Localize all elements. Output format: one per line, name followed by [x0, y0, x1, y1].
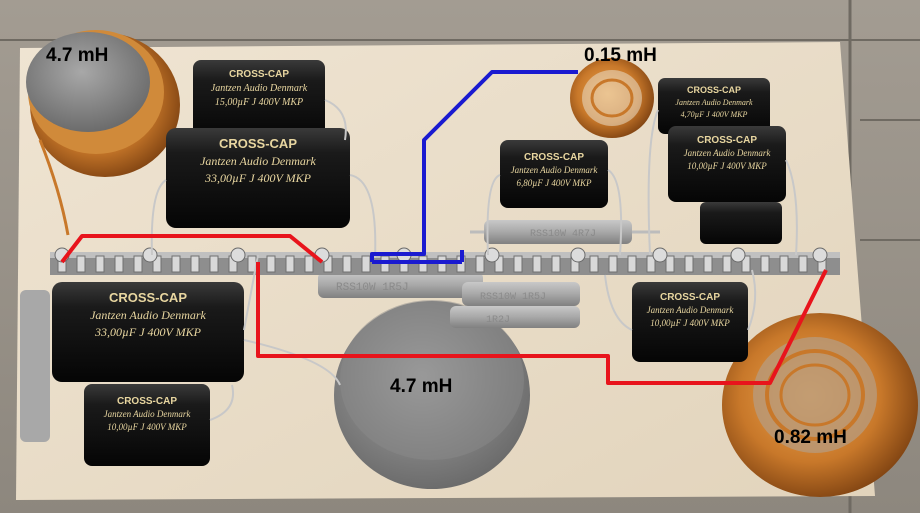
terminal-lug [513, 255, 523, 273]
capacitor-c3-brand: CROSS-CAP [524, 152, 584, 163]
resistor-r3-label: RSS10W 1R5J [480, 292, 546, 303]
capacitor-c4: CROSS-CAP Jantzen Audio Denmark 4,70µF J… [658, 78, 770, 134]
capacitor-c5-value: 10,00µF J 400V MKP [687, 161, 767, 171]
capacitor-c5-maker: Jantzen Audio Denmark [684, 148, 772, 158]
terminal-lug [741, 255, 751, 273]
resistor-r1-label: RSS10W 4R7J [530, 229, 596, 240]
terminal-lug [266, 255, 276, 273]
capacitor-c4-maker: Jantzen Audio Denmark [675, 98, 753, 107]
inductor-top-right-label: 0.15 mH [584, 45, 657, 66]
capacitor-c7-maker: Jantzen Audio Denmark [104, 409, 192, 419]
terminal-lug [627, 255, 637, 273]
terminal-lug [779, 255, 789, 273]
resistor-r2-label: RSS10W 1R5J [336, 282, 409, 294]
capacitor-c8-maker: Jantzen Audio Denmark [647, 305, 735, 315]
terminal-lug [551, 255, 561, 273]
capacitor-c8: CROSS-CAP Jantzen Audio Denmark 10,00µF … [632, 282, 748, 362]
terminal-screw [230, 247, 246, 263]
resistor-r2: RSS10W 1R5J [318, 272, 483, 298]
red-wire [60, 234, 324, 264]
inductor-top-right [570, 58, 654, 138]
capacitor-c2-brand: CROSS-CAP [219, 136, 297, 151]
capacitor-c7-brand: CROSS-CAP [117, 396, 177, 407]
terminal-lug [589, 255, 599, 273]
terminal-lug [646, 255, 656, 273]
inductor-center-label: 4.7 mH [390, 376, 453, 397]
capacitor-c3-value: 6,80µF J 400V MKP [516, 178, 592, 188]
terminal-lug [532, 255, 542, 273]
resistor-r4-label: 1R2J [486, 315, 510, 326]
terminal-lug [133, 255, 143, 273]
resistor-r3: RSS10W 1R5J [462, 282, 580, 306]
capacitor-c4-value: 4,70µF J 400V MKP [681, 110, 748, 119]
terminal-lug [95, 255, 105, 273]
capacitor-c6: CROSS-CAP Jantzen Audio Denmark 33,00µF … [52, 282, 244, 382]
capacitor-c1-brand: CROSS-CAP [229, 69, 289, 80]
capacitor-c2-value: 33,00µF J 400V MKP [204, 171, 312, 185]
capacitor-c8-brand: CROSS-CAP [660, 292, 720, 303]
capacitor-c5: CROSS-CAP Jantzen Audio Denmark 10,00µF … [668, 126, 786, 202]
capacitor-c1-value: 15,00µF J 400V MKP [215, 97, 303, 108]
terminal-screw [142, 247, 158, 263]
terminal-screw [652, 247, 668, 263]
resistor-r1: RSS10W 4R7J [470, 220, 660, 244]
terminal-lug [342, 255, 352, 273]
capacitor-c2-maker: Jantzen Audio Denmark [200, 154, 316, 168]
terminal-lug [608, 255, 618, 273]
capacitor-c1-maker: Jantzen Audio Denmark [211, 83, 308, 94]
terminal-lug [209, 255, 219, 273]
capacitor-c6-maker: Jantzen Audio Denmark [90, 308, 206, 322]
component-leads [150, 99, 798, 421]
terminal-lug [684, 255, 694, 273]
terminal-lug [304, 255, 314, 273]
red-wire-lower [256, 262, 828, 385]
resistor-r4: 1R2J [450, 306, 580, 328]
capacitor-c4-brand: CROSS-CAP [687, 85, 741, 95]
capacitor-c3-maker: Jantzen Audio Denmark [511, 165, 599, 175]
capacitor-c7-value: 10,00µF J 400V MKP [107, 422, 187, 432]
terminal-lug [114, 255, 124, 273]
capacitor-c2: CROSS-CAP Jantzen Audio Denmark 33,00µF … [166, 128, 350, 228]
terminal-lug [190, 255, 200, 273]
capacitor-small-unlabeled [700, 202, 782, 244]
capacitor-c5-brand: CROSS-CAP [697, 135, 757, 146]
inductor-bottom-right-label: 0.82 mH [774, 427, 847, 448]
terminal-lug [285, 255, 295, 273]
blue-wire [370, 70, 578, 262]
terminal-lug [171, 255, 181, 273]
capacitor-c3: CROSS-CAP Jantzen Audio Denmark 6,80µF J… [500, 140, 608, 208]
terminal-lug [703, 255, 713, 273]
terminal-screw [570, 247, 586, 263]
terminal-lug [361, 255, 371, 273]
inductor-top-left [26, 30, 180, 236]
terminal-screw [730, 247, 746, 263]
inductor-bottom-right [722, 313, 918, 497]
terminal-lug [665, 255, 675, 273]
inductor-center [334, 300, 530, 489]
terminal-lug [475, 255, 485, 273]
capacitor-c8-value: 10,00µF J 400V MKP [650, 318, 730, 328]
terminal-lug [722, 255, 732, 273]
inductor-top-left-label: 4.7 mH [46, 45, 109, 66]
resistor-vertical [20, 290, 50, 442]
terminal-lug [798, 255, 808, 273]
terminal-lug [76, 255, 86, 273]
capacitor-c7: CROSS-CAP Jantzen Audio Denmark 10,00µF … [84, 384, 210, 466]
capacitor-c6-value: 33,00µF J 400V MKP [94, 325, 202, 339]
terminal-screw [812, 247, 828, 263]
capacitor-c1: CROSS-CAP Jantzen Audio Denmark 15,00µF … [193, 60, 325, 142]
capacitor-c6-brand: CROSS-CAP [109, 290, 187, 305]
terminal-lug [760, 255, 770, 273]
